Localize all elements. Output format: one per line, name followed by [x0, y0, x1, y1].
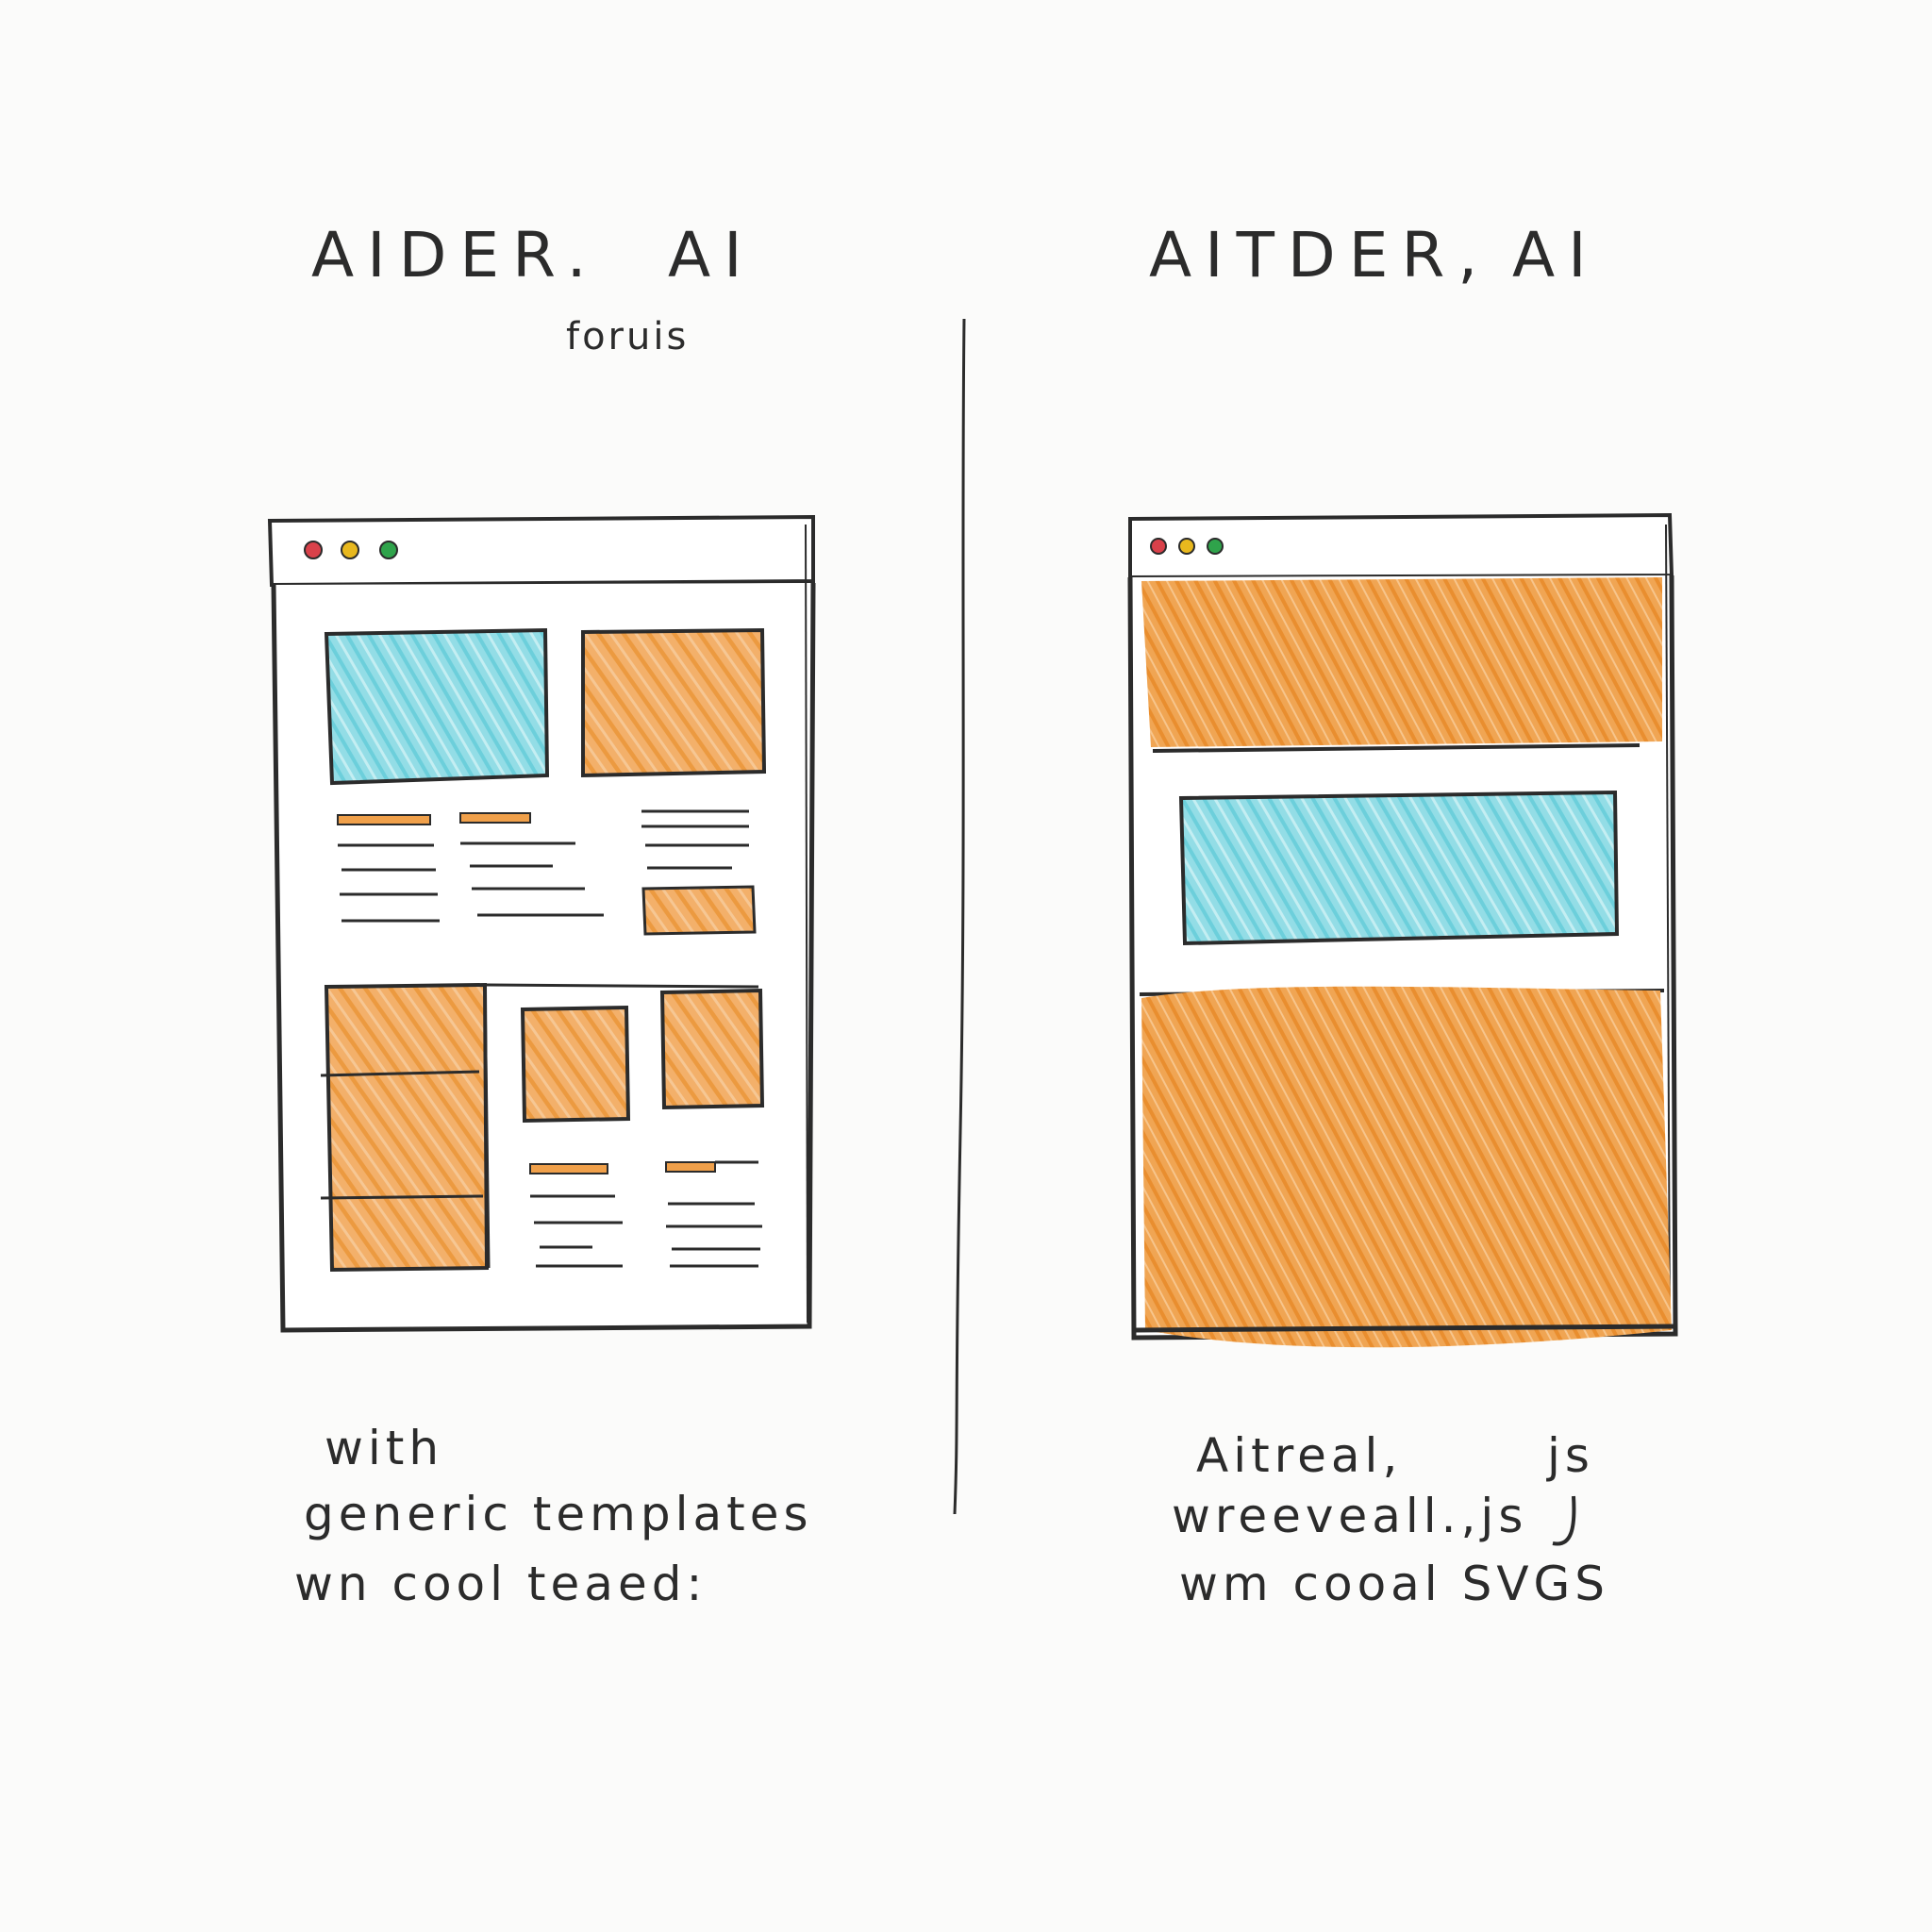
left-small-square-1 — [520, 1005, 631, 1124]
left-text-lines-2 — [460, 841, 604, 917]
right-browser-window — [1127, 512, 1678, 1348]
left-caption-line-2: generic templates — [304, 1487, 813, 1541]
left-small-square-2 — [659, 988, 765, 1110]
right-title-word-2: AI — [1512, 219, 1600, 291]
left-browser-window — [267, 514, 816, 1333]
left-window-titlebar — [267, 514, 815, 588]
left-text-lines-4 — [530, 1194, 623, 1268]
left-heading-bar-1 — [337, 814, 431, 825]
minimize-dot-icon — [1178, 538, 1195, 555]
left-text-lines-5 — [666, 1202, 762, 1268]
right-caption-line-1: Aitreal, — [1196, 1428, 1402, 1483]
right-cyan-section — [1178, 790, 1620, 946]
left-subtitle: foruis — [566, 315, 689, 358]
left-title-word-1: AIDER. — [311, 219, 600, 291]
left-title-word-2: AI — [668, 219, 756, 291]
minimize-dot-icon — [341, 541, 359, 559]
right-title-word-1: AITDER, — [1149, 219, 1491, 291]
left-tall-orange-block — [324, 982, 490, 1273]
right-caption-line-2: wreeveall.,js — [1172, 1489, 1527, 1543]
left-feature-image-block — [581, 627, 767, 778]
right-large-orange-section — [1141, 986, 1672, 1348]
right-hero-banner — [1141, 577, 1662, 747]
left-text-lines-3 — [641, 809, 749, 870]
maximize-dot-icon — [1207, 538, 1224, 555]
left-hero-image-block — [324, 627, 550, 786]
hook-doodle-icon — [1552, 1495, 1576, 1546]
center-divider — [953, 318, 966, 1515]
left-text-lines-1 — [338, 843, 440, 923]
left-caption-line-1: with — [325, 1421, 443, 1475]
left-heading-bar-4 — [665, 1161, 716, 1173]
right-caption-note: js — [1546, 1428, 1594, 1483]
maximize-dot-icon — [379, 541, 398, 559]
left-caption-line-3: wn cool teaed: — [294, 1557, 707, 1611]
close-dot-icon — [1150, 538, 1167, 555]
left-small-orange-card — [641, 885, 757, 936]
close-dot-icon — [304, 541, 323, 559]
left-heading-bar-2 — [459, 812, 531, 824]
left-heading-bar-3 — [529, 1163, 608, 1174]
right-caption-line-3: wm cooal SVGS — [1179, 1557, 1609, 1611]
